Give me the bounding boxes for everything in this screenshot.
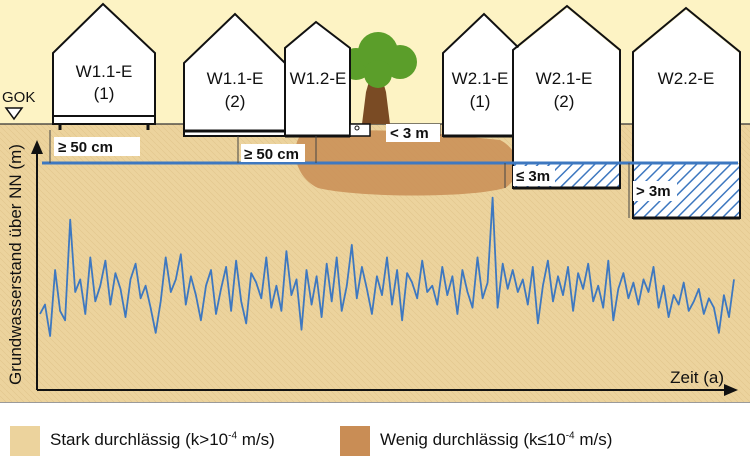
building-label: (2) — [554, 92, 575, 111]
dimension-label-tree-distance: < 3 m — [390, 125, 429, 142]
building-label: W2.2-E — [658, 69, 715, 88]
building-label: W2.1-E — [536, 69, 593, 88]
x-axis-label: Zeit (a) — [670, 368, 724, 387]
gok-label: GOK — [2, 89, 35, 106]
tree-icon — [340, 32, 417, 124]
building-label: (1) — [470, 92, 491, 111]
y-axis-label: Grundwasserstand über NN (m) — [6, 144, 25, 385]
building-label: W1.1-E — [207, 69, 264, 88]
building-w12e: W1.2-E — [284, 20, 371, 138]
legend: Stark durchlässig (k>10-4 m/s) Wenig dur… — [0, 402, 750, 467]
legend-swatch-low-permeability — [340, 426, 370, 456]
building-w21e-1: W2.1-E (1) — [442, 12, 525, 138]
groundwater-diagram: W1.1-E (1) W1.1-E (2) W1.2-E W2.1-E (1) … — [0, 0, 750, 402]
x-axis-arrow-icon — [724, 384, 738, 396]
building-label: (1) — [94, 84, 115, 103]
legend-swatch-high-permeability — [10, 426, 40, 456]
dimension-label-basement-clearance-1: ≥ 50 cm — [58, 139, 113, 156]
building-w11e-1: W1.1-E (1) — [52, 2, 156, 130]
dimension-label-basement-clearance-2: ≥ 50 cm — [244, 146, 299, 163]
building-label: (2) — [225, 92, 246, 111]
dimension-label-depth-small: ≤ 3m — [516, 168, 550, 185]
building-label: W1.1-E — [76, 62, 133, 81]
gok-triangle-icon — [4, 107, 24, 121]
y-axis-arrow-icon — [31, 140, 43, 154]
building-w22e: W2.2-E — [632, 6, 741, 220]
building-label: W1.2-E — [290, 69, 347, 88]
dimension-labels: ≥ 50 cm ≥ 50 cm < 3 m ≤ 3m > 3m — [54, 124, 677, 201]
dimension-label-depth-large: > 3m — [636, 183, 671, 200]
groundwater-series-line — [39, 196, 735, 337]
building-label: W2.1-E — [452, 69, 509, 88]
building-w11e-2: W1.1-E (2) — [183, 12, 286, 137]
legend-label-low-permeability: Wenig durchlässig (k≤10-4 m/s) — [380, 430, 613, 449]
legend-label-high-permeability: Stark durchlässig (k>10-4 m/s) — [50, 430, 275, 449]
